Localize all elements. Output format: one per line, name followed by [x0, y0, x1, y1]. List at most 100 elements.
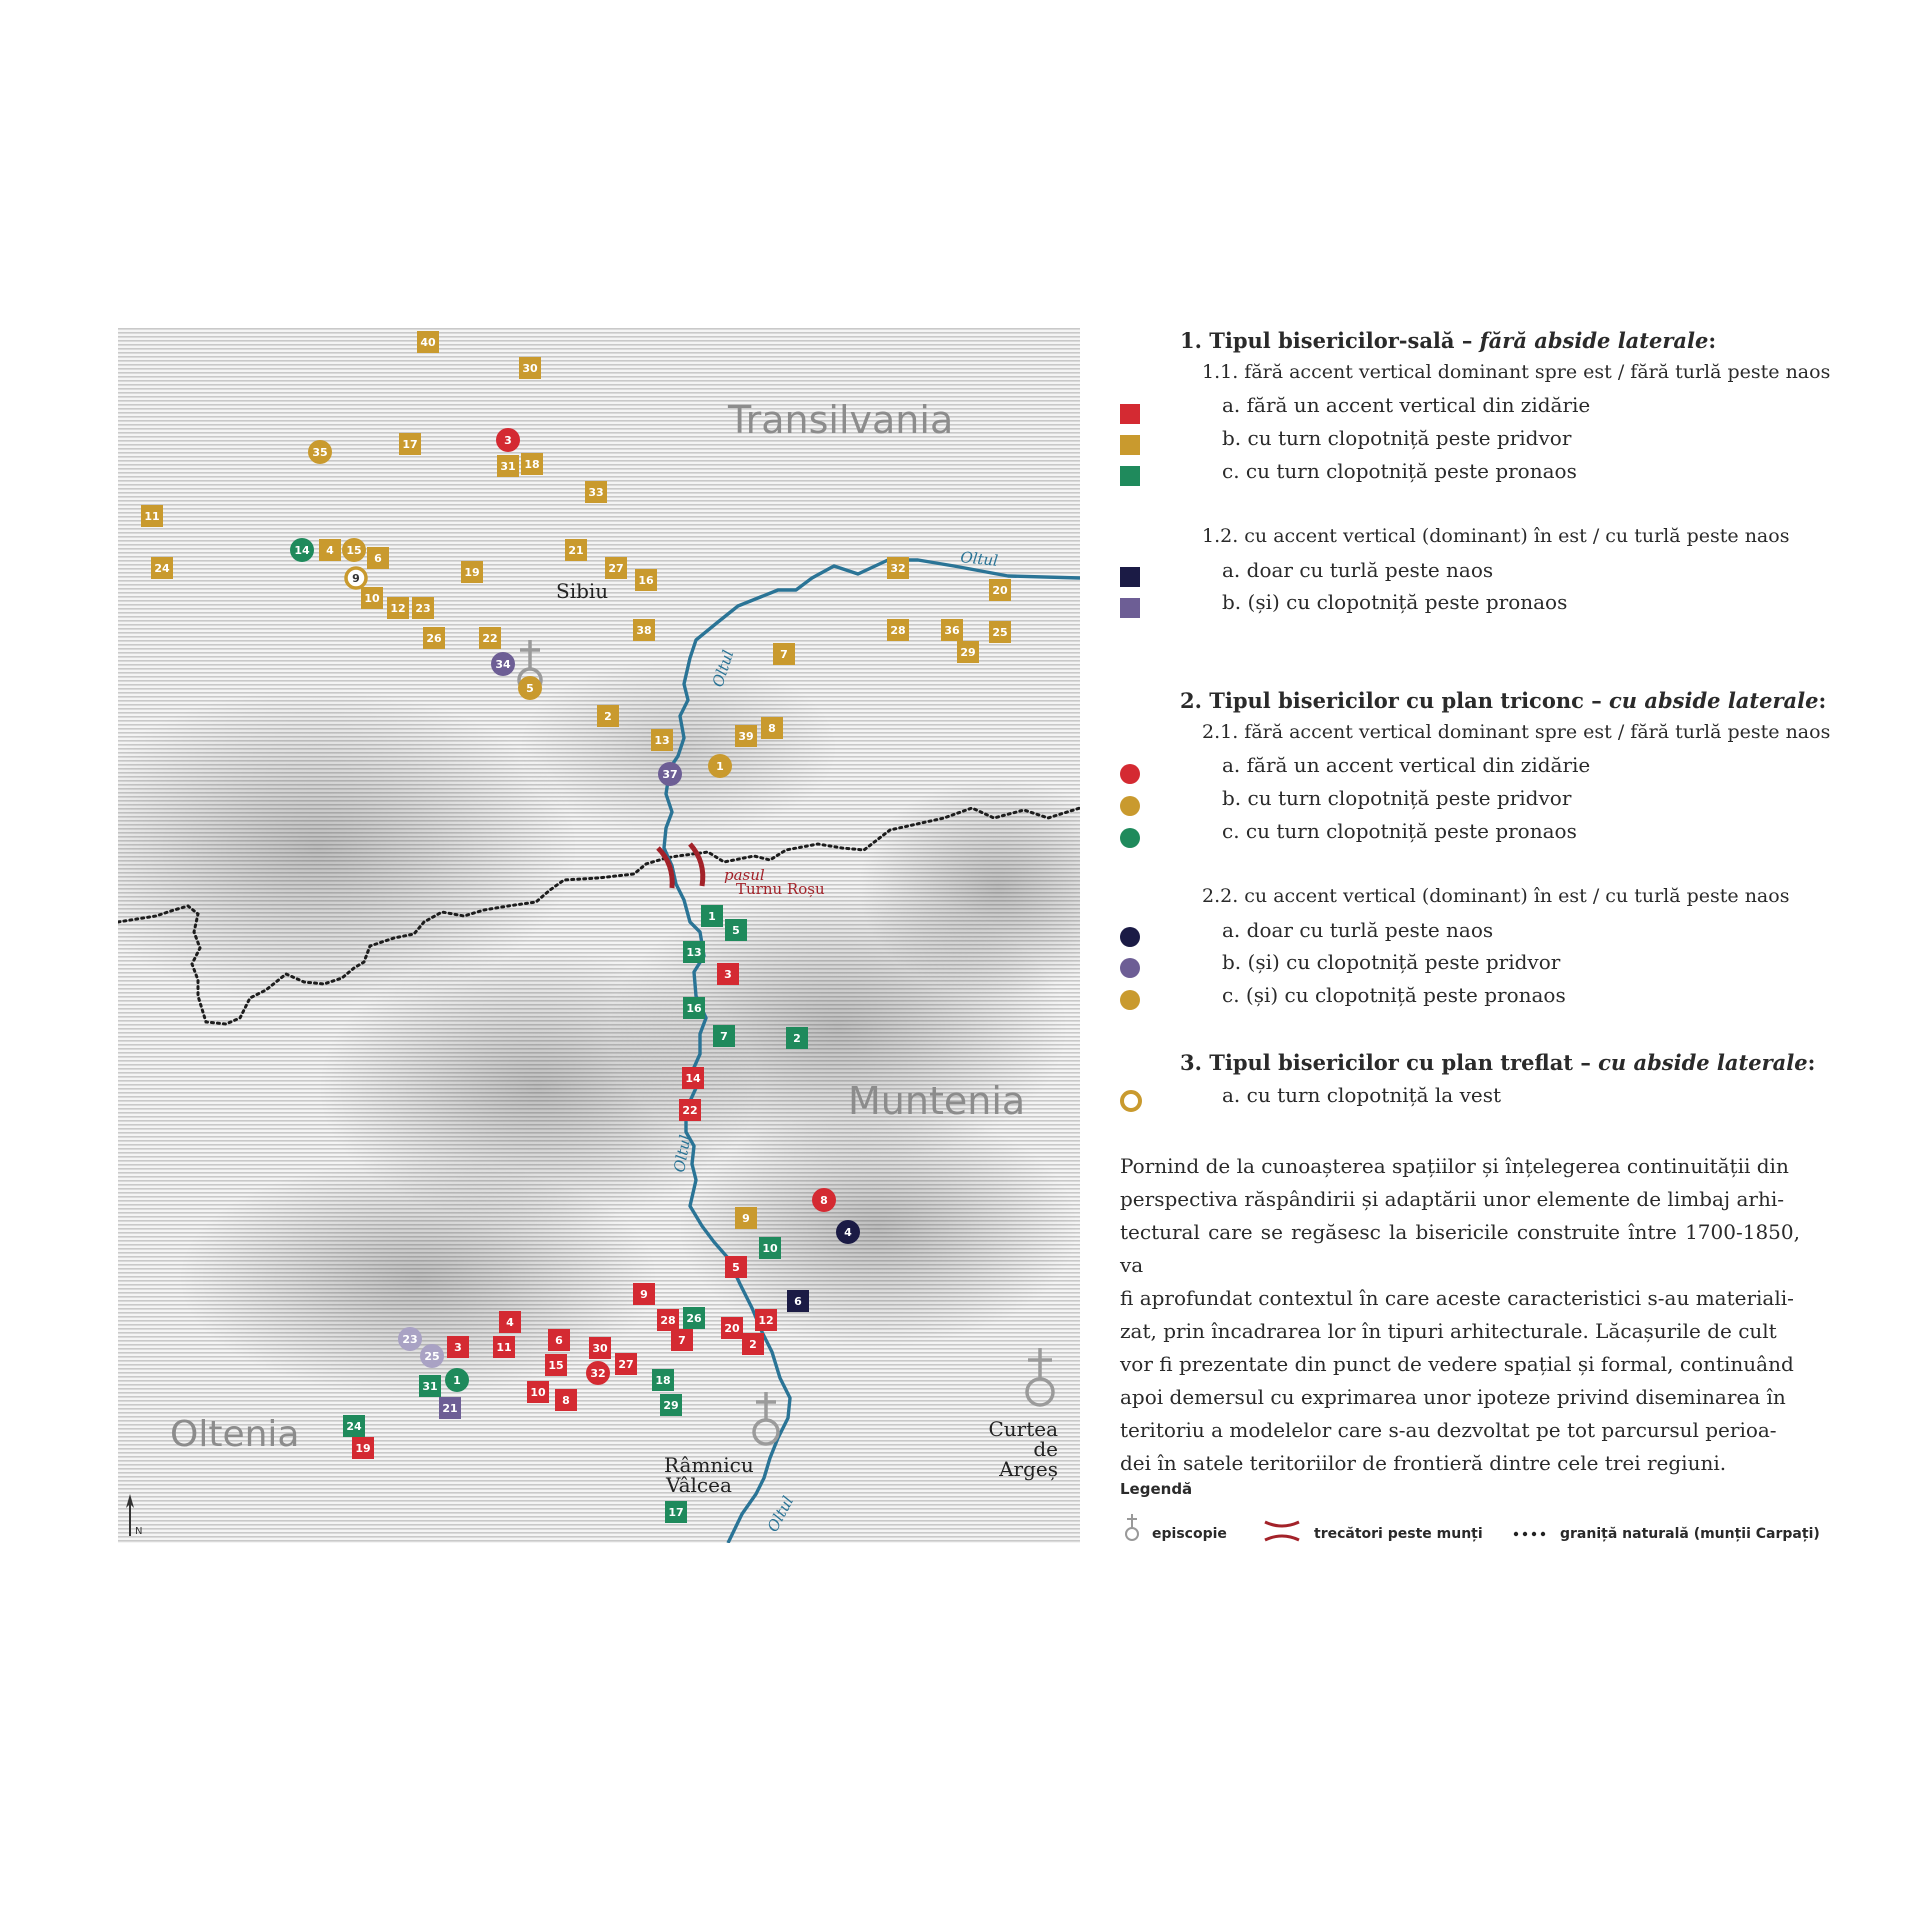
marker-shape — [548, 1329, 570, 1351]
marker-number: 26 — [426, 632, 442, 645]
church-marker-red-square-6: 6 — [548, 1329, 570, 1351]
church-marker-ochre-square-21: 21 — [565, 539, 587, 561]
bishopric-ramnicu-icon — [752, 1392, 780, 1446]
marker-number: 6 — [374, 552, 382, 565]
marker-number: 25 — [424, 1350, 439, 1363]
relief-shading — [118, 658, 1080, 1398]
legend-heading-1-italic: fără abside laterale — [1479, 328, 1709, 353]
marker-number: 7 — [720, 1030, 728, 1043]
legend-heading-2-colon: : — [1818, 688, 1827, 713]
marker-shape — [521, 453, 543, 475]
legend-subheading-1-1: 1.1. fără accent vertical dominant spre … — [1202, 361, 1831, 383]
map: N Transilvania Muntenia Oltenia Sibiu Râ… — [118, 328, 1080, 1543]
river-label-olt: Oltul — [960, 548, 999, 570]
church-marker-red-square-12: 12 — [755, 1309, 777, 1331]
marker-number: 12 — [390, 602, 405, 615]
marker-number: 39 — [738, 730, 753, 743]
marker-number: 20 — [992, 584, 1008, 597]
legend-item-2-2-c: c. (și) cu clopotniță peste pronaos — [1222, 983, 1566, 1007]
marker-number: 21 — [442, 1402, 457, 1415]
church-marker-ochre-square-24: 24 — [151, 557, 173, 579]
city-label-curtea-line1: Curtea — [988, 1417, 1058, 1441]
marker-number: 2 — [749, 1338, 757, 1351]
marker-shape — [755, 1309, 777, 1331]
marker-shape — [787, 1290, 809, 1312]
marker-number: 18 — [524, 458, 539, 471]
marker-shape — [761, 717, 783, 739]
marker-shape — [447, 1336, 469, 1358]
marker-number: 3 — [724, 968, 732, 981]
marker-number: 35 — [312, 446, 327, 459]
marker-number: 5 — [732, 1261, 740, 1274]
church-marker-red-square-15: 15 — [545, 1354, 567, 1376]
church-marker-ochre-square-4: 4 — [319, 539, 341, 561]
marker-number: 25 — [992, 626, 1007, 639]
swatch-red-circle — [1120, 764, 1140, 784]
marker-number: 2 — [604, 710, 612, 723]
legend-heading-2: 2. Tipul bisericilor cu plan triconc – c… — [1180, 688, 1826, 713]
swatch-green-circle — [1120, 828, 1140, 848]
marker-number: 11 — [496, 1341, 511, 1354]
marker-number: 30 — [522, 362, 538, 375]
city-label-ramnicu-line2: Vâlcea — [665, 1473, 732, 1497]
pass-label-line2: Turnu Roșu — [736, 880, 825, 898]
turnu-rosu-pass-icon — [656, 842, 706, 889]
legend: 1. Tipul bisericilor-sală – fără abside … — [1120, 328, 1830, 1548]
marker-shape — [527, 1381, 549, 1403]
marker-shape — [812, 1188, 836, 1212]
marker-shape — [671, 1329, 693, 1351]
marker-shape — [605, 557, 627, 579]
paragraph-line: fi aprofundat contextul în care aceste c… — [1120, 1286, 1794, 1310]
marker-shape — [398, 1327, 422, 1351]
church-marker-green-square-10: 10 — [759, 1237, 781, 1259]
marker-number: 16 — [638, 574, 654, 587]
church-marker-ochre-square-16: 16 — [635, 569, 657, 591]
church-marker-green-square-5: 5 — [725, 919, 747, 941]
marker-shape — [497, 455, 519, 477]
church-marker-green-square-26: 26 — [683, 1307, 705, 1329]
marker-number: 20 — [724, 1322, 740, 1335]
city-label-curtea-line2: de — [1033, 1437, 1058, 1461]
marker-number: 6 — [794, 1295, 802, 1308]
marker-number: 27 — [618, 1358, 633, 1371]
church-marker-red-square-8: 8 — [555, 1389, 577, 1411]
swatch-purple-circle — [1120, 958, 1140, 978]
marker-number: 16 — [686, 1002, 702, 1015]
marker-number: 2 — [793, 1032, 801, 1045]
marker-number: 31 — [500, 460, 515, 473]
church-marker-red-square-9: 9 — [633, 1283, 655, 1305]
marker-shape — [387, 597, 409, 619]
marker-number: 31 — [422, 1380, 437, 1393]
church-marker-green-square-7: 7 — [713, 1025, 735, 1047]
marker-number: 19 — [464, 566, 479, 579]
church-marker-purple-circle-37: 37 — [658, 762, 682, 786]
church-marker-ochre-square-20: 20 — [989, 579, 1011, 601]
marker-number: 24 — [346, 1420, 362, 1433]
marker-shape — [773, 643, 795, 665]
marker-number: 11 — [144, 510, 159, 523]
marker-number: 14 — [294, 544, 310, 557]
marker-number: 22 — [482, 632, 497, 645]
church-marker-ochre-square-12: 12 — [387, 597, 409, 619]
legend-subheading-2-2: 2.2. cu accent vertical (dominant) în es… — [1202, 885, 1790, 907]
marker-shape — [412, 597, 434, 619]
marker-shape — [635, 569, 657, 591]
marker-number: 10 — [530, 1386, 546, 1399]
church-marker-ochre-square-25: 25 — [989, 621, 1011, 643]
church-marker-ochre-square-28: 28 — [887, 619, 909, 641]
legend-heading-3: 3. Tipul bisericilor cu plan treflat – c… — [1180, 1050, 1815, 1075]
paragraph-line: perspectiva răspândirii și adaptării uno… — [1120, 1187, 1784, 1211]
marker-number: 36 — [944, 624, 960, 637]
marker-shape — [585, 481, 607, 503]
church-marker-ochre-circle-1: 1 — [708, 754, 732, 778]
church-marker-navy-square-6: 6 — [787, 1290, 809, 1312]
marker-number: 1 — [708, 910, 716, 923]
marker-shape — [308, 440, 332, 464]
swatch-ochre-circle — [1120, 796, 1140, 816]
marker-number: 3 — [504, 434, 512, 447]
marker-shape — [417, 331, 439, 353]
marker-shape — [420, 1344, 444, 1368]
church-marker-green-square-17: 17 — [665, 1501, 687, 1523]
marker-number: 6 — [555, 1334, 563, 1347]
marker-shape — [989, 621, 1011, 643]
